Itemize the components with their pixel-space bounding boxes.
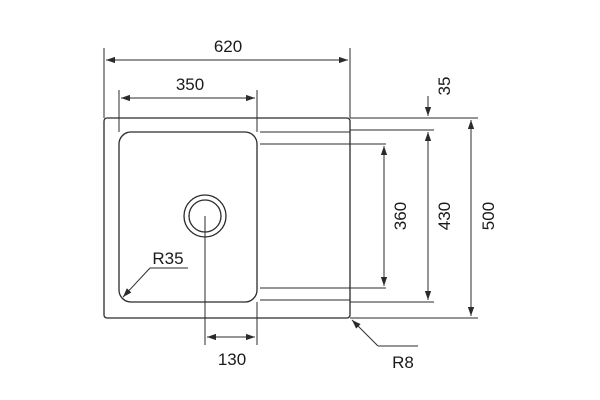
dimension-drainer-depth: 360 <box>380 146 410 286</box>
sink-outer-outline <box>103 117 351 319</box>
bowl-outline <box>118 131 258 303</box>
bowl-depth-label: 430 <box>435 202 454 230</box>
drain-offset-label: 130 <box>218 350 246 369</box>
dimension-bowl-depth: 430 <box>424 132 454 300</box>
dimension-bowl-width: 350 <box>121 75 255 102</box>
drainer-depth-label: 360 <box>391 202 410 230</box>
callout-outer-radius: R8 <box>351 319 418 372</box>
top-offset-label: 35 <box>435 77 454 96</box>
bowl-width-label: 350 <box>176 75 204 94</box>
overall-depth-label: 500 <box>479 202 498 230</box>
drainer-area <box>260 131 386 301</box>
callout-bowl-radius: R35 <box>122 249 188 298</box>
dimension-drain-offset: 130 <box>207 333 255 369</box>
outer-radius-label: R8 <box>392 353 414 372</box>
dimension-top-offset: 35 <box>424 77 454 116</box>
overall-width-label: 620 <box>214 37 242 56</box>
bowl-radius-label: R35 <box>152 249 183 268</box>
dimension-overall-depth: 500 <box>467 120 498 316</box>
dimension-overall-width: 620 <box>106 37 348 64</box>
extension-lines <box>103 48 478 345</box>
